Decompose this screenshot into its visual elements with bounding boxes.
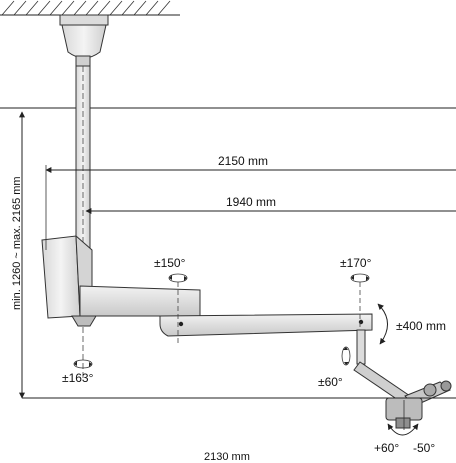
bottom-span-label: 2130 mm	[204, 451, 250, 463]
joint-pivot-1	[178, 321, 184, 327]
joint-2-rotation-label: ±170°	[340, 256, 372, 270]
base-rotation-label: ±163°	[62, 371, 94, 385]
rotation-symbol-tilt	[341, 346, 351, 366]
ceiling-mount	[59, 14, 109, 67]
head-pitch-arrow	[387, 423, 419, 436]
arm-reach-label: 1940 mm	[226, 195, 276, 209]
head-pitch-up-label: +60°	[374, 441, 399, 455]
vertical-travel-arrow	[377, 303, 388, 345]
rotation-symbol-joint-1	[168, 273, 188, 283]
joint-pivot-2	[358, 319, 364, 325]
horizontal-arm	[159, 313, 373, 337]
head-pitch-down-label: -50°	[413, 441, 435, 455]
vertical-travel-label: ±400 mm	[396, 319, 446, 333]
vertical-range-label: min. 1260 ~ max. 2165 mm	[11, 176, 23, 310]
main-housing	[41, 234, 201, 327]
joint-1-rotation-label: ±150°	[154, 256, 186, 270]
head-tilt-label: ±60°	[318, 375, 343, 389]
overall-reach-label: 2150 mm	[218, 154, 268, 168]
ceiling-hatching	[0, 0, 180, 16]
microscope-head	[353, 329, 452, 430]
rotation-symbol-joint-2	[350, 273, 370, 283]
rotation-symbol-base	[73, 359, 93, 369]
